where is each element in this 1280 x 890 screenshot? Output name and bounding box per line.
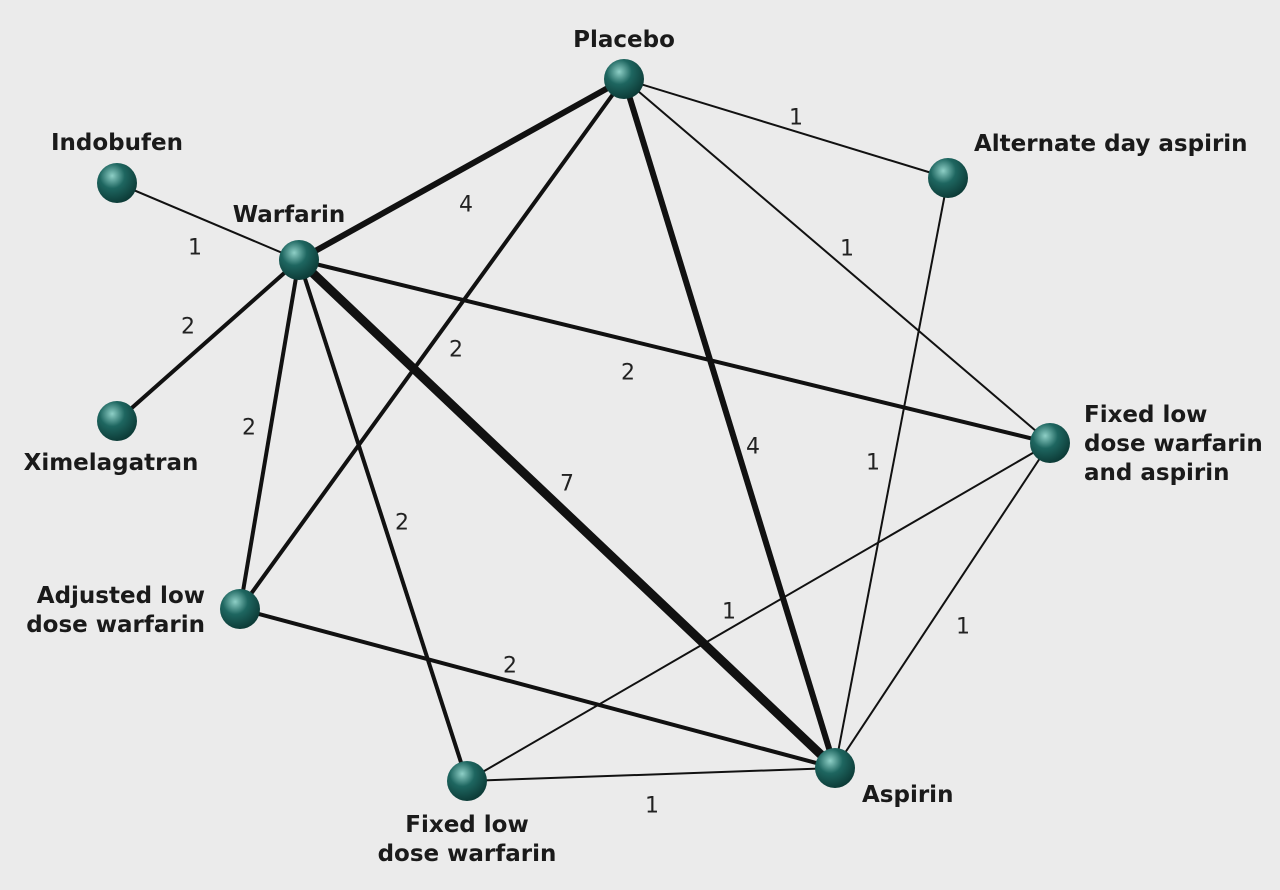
edge-label-warfarin-ximelagatran: 2 <box>181 315 195 340</box>
node-fixed_low_warf <box>447 761 487 801</box>
edge-label-indobufen-warfarin: 1 <box>188 236 202 261</box>
node-label-alt_aspirin: Alternate day aspirin <box>974 131 1248 157</box>
node-ximelagatran <box>97 401 137 441</box>
edge-fixed_wa-aspirin <box>834 442 1051 769</box>
edge-label-fixed_low_warf-aspirin: 1 <box>645 794 659 819</box>
edge-fixed_wa-fixed_low_warf <box>466 442 1051 782</box>
edge-placebo-adjusted_low <box>238 77 626 611</box>
edge-label-placebo-alt_aspirin: 1 <box>789 106 803 131</box>
edge-warfarin-fixed_wa <box>298 258 1051 445</box>
edge-label-fixed_wa-aspirin: 1 <box>956 615 970 640</box>
node-indobufen <box>97 163 137 203</box>
edge-warfarin-adjusted_low <box>238 259 301 610</box>
edge-indobufen-warfarin <box>116 182 300 261</box>
nodes <box>97 59 1070 801</box>
node-adjusted_low <box>220 589 260 629</box>
edge-label-placebo-adjusted_low: 2 <box>449 338 463 363</box>
node-placebo <box>604 59 644 99</box>
edge-warfarin-fixed_low_warf <box>297 259 469 782</box>
edge-warfarin-aspirin <box>295 256 839 772</box>
edge-alt_aspirin-aspirin <box>834 177 949 769</box>
edges <box>115 76 1051 782</box>
edge-label-warfarin-placebo: 4 <box>459 193 473 218</box>
node-label-ximelagatran: Ximelagatran <box>24 450 199 476</box>
node-label-placebo: Placebo <box>573 27 675 53</box>
edge-adjusted_low-aspirin <box>239 607 836 770</box>
edge-placebo-aspirin <box>621 78 838 769</box>
node-label-aspirin: Aspirin <box>862 782 953 808</box>
edge-labels: 1 4 2 2 2 7 2 1 1 4 2 1 1 1 2 1 <box>181 106 970 819</box>
edge-warfarin-ximelagatran <box>115 258 301 423</box>
edge-warfarin-placebo <box>297 76 626 263</box>
edge-label-warfarin-fixed_low_warf: 2 <box>395 511 409 536</box>
edge-placebo-alt_aspirin <box>623 78 949 179</box>
edge-label-fixed_wa-fixed_low_warf: 1 <box>722 600 736 625</box>
node-alt_aspirin <box>928 158 968 198</box>
edge-label-warfarin-adjusted_low: 2 <box>242 416 256 441</box>
edge-label-placebo-fixed_wa: 1 <box>840 237 854 262</box>
edge-placebo-fixed_wa <box>623 78 1051 444</box>
edge-label-warfarin-aspirin: 7 <box>560 472 574 497</box>
edge-label-adjusted_low-aspirin: 2 <box>503 654 517 679</box>
edge-label-alt_aspirin-aspirin: 1 <box>866 451 880 476</box>
node-warfarin <box>279 240 319 280</box>
node-label-indobufen: Indobufen <box>51 130 183 156</box>
edge-fixed_low_warf-aspirin <box>466 767 836 782</box>
node-label-warfarin: Warfarin <box>233 202 346 228</box>
node-fixed_wa <box>1030 423 1070 463</box>
edge-label-warfarin-fixed_wa: 2 <box>621 361 635 386</box>
node-aspirin <box>815 748 855 788</box>
edge-label-placebo-aspirin: 4 <box>746 435 760 460</box>
